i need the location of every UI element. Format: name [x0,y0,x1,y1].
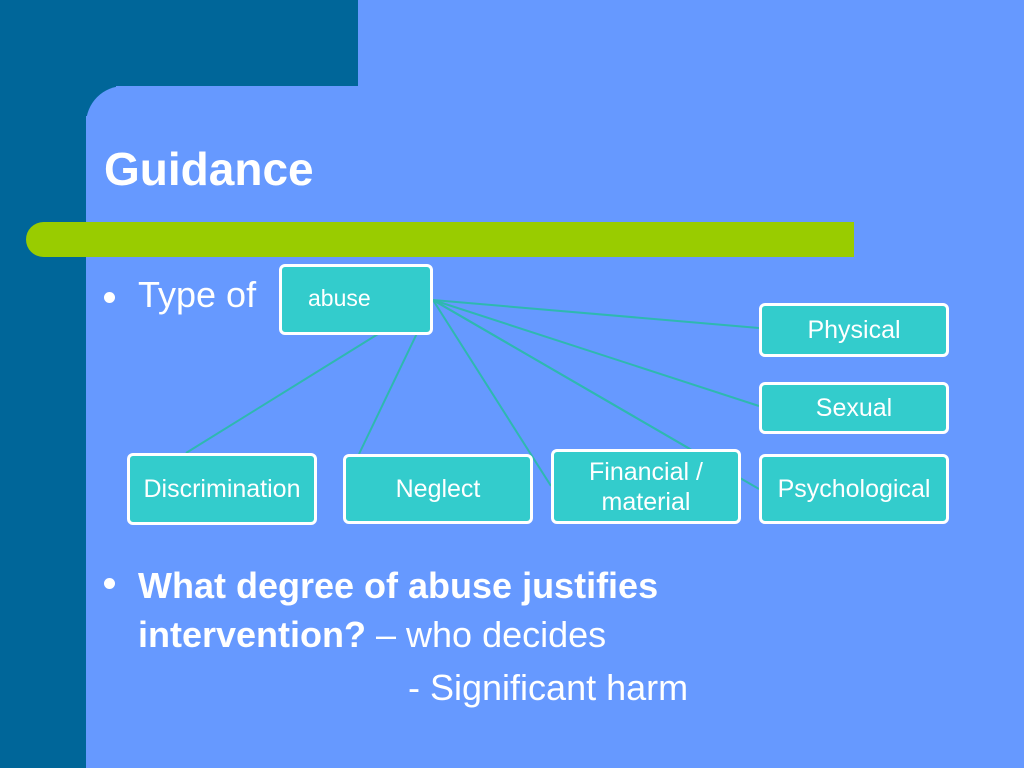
node-abuse: abuse [279,264,433,335]
bullet-dot [104,292,115,303]
decor-green-bar [26,222,854,257]
bullet-type-of-text: Type of [138,274,257,315]
connector-psychological-via [432,299,691,450]
node-psychological: Psychological [759,454,949,524]
bullet-dot [104,578,115,589]
slide-title: Guidance [104,143,314,195]
node-discrimination: Discrimination [127,453,317,525]
connector-sexual [432,299,760,407]
bullet-question: What degree of abuse justifies intervent… [138,561,758,659]
node-financial-material: Financial / material [551,449,741,524]
node-physical: Physical [759,303,949,357]
question-bold: What degree of abuse justifies intervent… [138,565,659,655]
node-sexual: Sexual [759,382,949,434]
node-neglect: Neglect [343,454,533,524]
question-tail: – who decides [366,614,607,655]
connector-physical [432,299,760,329]
decor-dark-block-left [0,0,86,768]
significant-harm-text: - Significant harm [408,667,689,708]
